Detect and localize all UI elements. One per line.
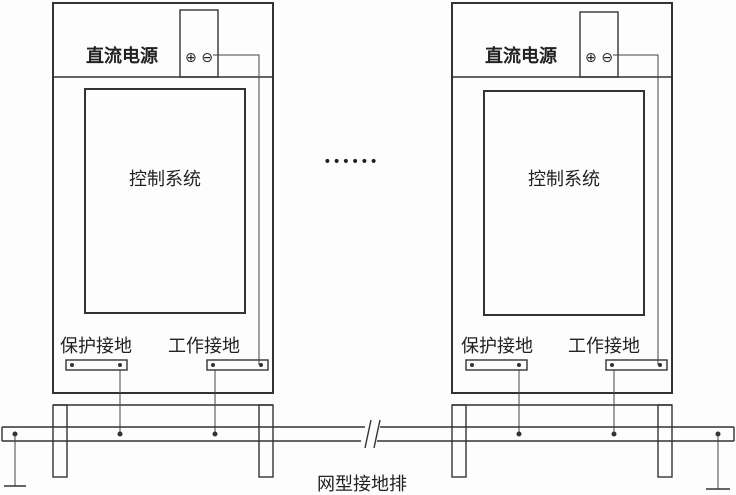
cabinet-right-pg-junction	[516, 431, 522, 437]
busbar-label: 网型接地排	[317, 474, 407, 495]
cabinet-left-wg-dot-2	[259, 363, 263, 367]
cabinet-right-body	[451, 2, 673, 394]
cabinet-left: ⊕ ⊖ 直流电源 控制系统 保护接地 工作接地	[52, 2, 274, 478]
cabinet-left-wg-dot-1	[211, 363, 215, 367]
cabinet-right-wg-junction	[611, 431, 617, 437]
cabinet-left-protective-ground-bar	[65, 359, 128, 371]
cabinet-left-dc-wire	[213, 54, 260, 365]
cabinet-right-power-label: 直流电源	[485, 45, 557, 67]
cabinet-left-protective-ground-label: 保护接地	[60, 336, 132, 357]
cabinet-left-wg-junction	[212, 431, 218, 437]
cabinet-right-protective-ground-label: 保护接地	[461, 336, 533, 357]
cabinet-left-pg-dot-2	[118, 363, 122, 367]
cabinet-right-protective-ground-bar	[465, 359, 528, 371]
cabinet-right-wg-dot-1	[610, 363, 614, 367]
cabinet-right-terminal-box	[579, 11, 619, 78]
cabinet-left-control-label: 控制系统	[129, 169, 201, 190]
busbar-break-mark-1	[364, 419, 372, 449]
cabinet-left-pg-junction	[117, 431, 123, 437]
cabinet-right-pg-dot-2	[517, 363, 521, 367]
cabinet-right-working-ground-bar	[605, 359, 668, 371]
ground-busbar: 网型接地排	[1, 419, 735, 495]
cabinet-left-body	[52, 2, 274, 394]
cabinet-right-pg-dot-1	[470, 363, 474, 367]
ellipsis-dots: ••••••	[323, 154, 379, 170]
cabinet-left-terminal-symbols: ⊕ ⊖	[185, 50, 213, 66]
cabinet-right: ⊕ ⊖ 直流电源 控制系统 保护接地 工作接地	[451, 2, 673, 478]
cabinet-left-power-label: 直流电源	[86, 45, 158, 67]
cabinet-right-wg-dot-2	[658, 363, 662, 367]
cabinet-right-dc-wire	[613, 54, 659, 365]
cabinet-right-working-ground-label: 工作接地	[568, 336, 640, 357]
cabinet-left-terminal-box	[179, 9, 219, 78]
cabinet-left-working-ground-bar	[206, 359, 269, 371]
cabinet-right-control-label: 控制系统	[528, 169, 600, 190]
cabinet-left-pg-dot-1	[70, 363, 74, 367]
busbar-break-mark-2	[373, 419, 381, 449]
cabinet-left-control-panel	[84, 88, 246, 314]
cabinet-right-terminal-symbols: ⊕ ⊖	[585, 50, 613, 66]
cabinet-right-control-panel	[483, 90, 645, 316]
cabinet-left-working-ground-label: 工作接地	[168, 336, 240, 357]
